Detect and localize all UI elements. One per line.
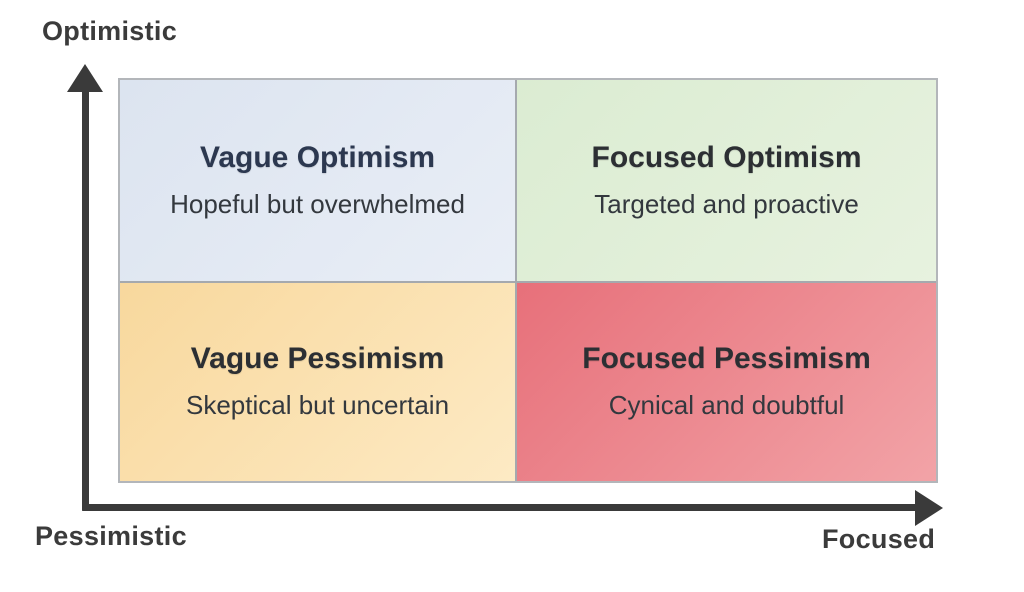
y-axis-line xyxy=(82,90,89,511)
right-arrow-icon xyxy=(915,490,943,526)
quadrant-subtitle: Cynical and doubtful xyxy=(608,390,845,421)
y-axis-label-bottom: Pessimistic xyxy=(35,521,187,551)
quadrant-focused-pessimism: Focused Pessimism Cynical and doubtful xyxy=(517,282,936,481)
quadrant-subtitle: Hopeful but overwhelmed xyxy=(170,188,465,219)
x-axis-line xyxy=(82,504,916,511)
quadrant-grid: Vague Optimism Hopeful but overwhelmed F… xyxy=(118,78,938,483)
quadrant-vague-pessimism: Vague Pessimism Skeptical but uncertain xyxy=(120,282,518,481)
quadrant-title: Vague Optimism xyxy=(199,140,436,174)
quadrant-title: Vague Pessimism xyxy=(190,342,445,376)
quadrant-subtitle: Skeptical but uncertain xyxy=(186,390,450,421)
quadrant-subtitle: Targeted and proactive xyxy=(594,188,859,219)
quadrant-title: Focused Optimism xyxy=(591,140,862,174)
x-axis-label-right: Focused xyxy=(822,524,936,554)
y-axis-label-top: Optimistic xyxy=(42,16,178,46)
quadrant-focused-optimism: Focused Optimism Targeted and proactive xyxy=(517,80,936,283)
up-arrow-icon xyxy=(67,64,103,92)
quadrant-title: Focused Pessimism xyxy=(582,342,871,376)
quadrant-vague-optimism: Vague Optimism Hopeful but overwhelmed xyxy=(120,80,518,283)
